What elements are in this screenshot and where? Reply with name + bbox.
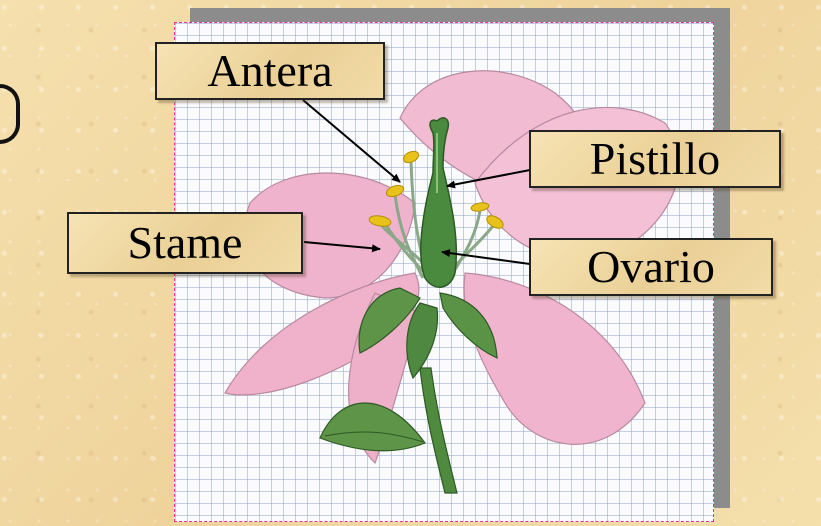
label-ovario: Ovario bbox=[529, 238, 773, 296]
label-ovario-text: Ovario bbox=[587, 244, 715, 290]
leaf-lower bbox=[320, 403, 425, 451]
stem bbox=[420, 368, 457, 493]
partial-shape-left-edge bbox=[0, 84, 20, 144]
label-pistillo: Pistillo bbox=[529, 130, 781, 188]
label-antera-text: Antera bbox=[207, 48, 332, 94]
label-antera: Antera bbox=[155, 42, 385, 100]
label-stame-text: Stame bbox=[128, 220, 243, 266]
petal-front-right bbox=[464, 273, 645, 444]
label-pistillo-text: Pistillo bbox=[590, 136, 720, 182]
label-stame: Stame bbox=[67, 212, 303, 274]
